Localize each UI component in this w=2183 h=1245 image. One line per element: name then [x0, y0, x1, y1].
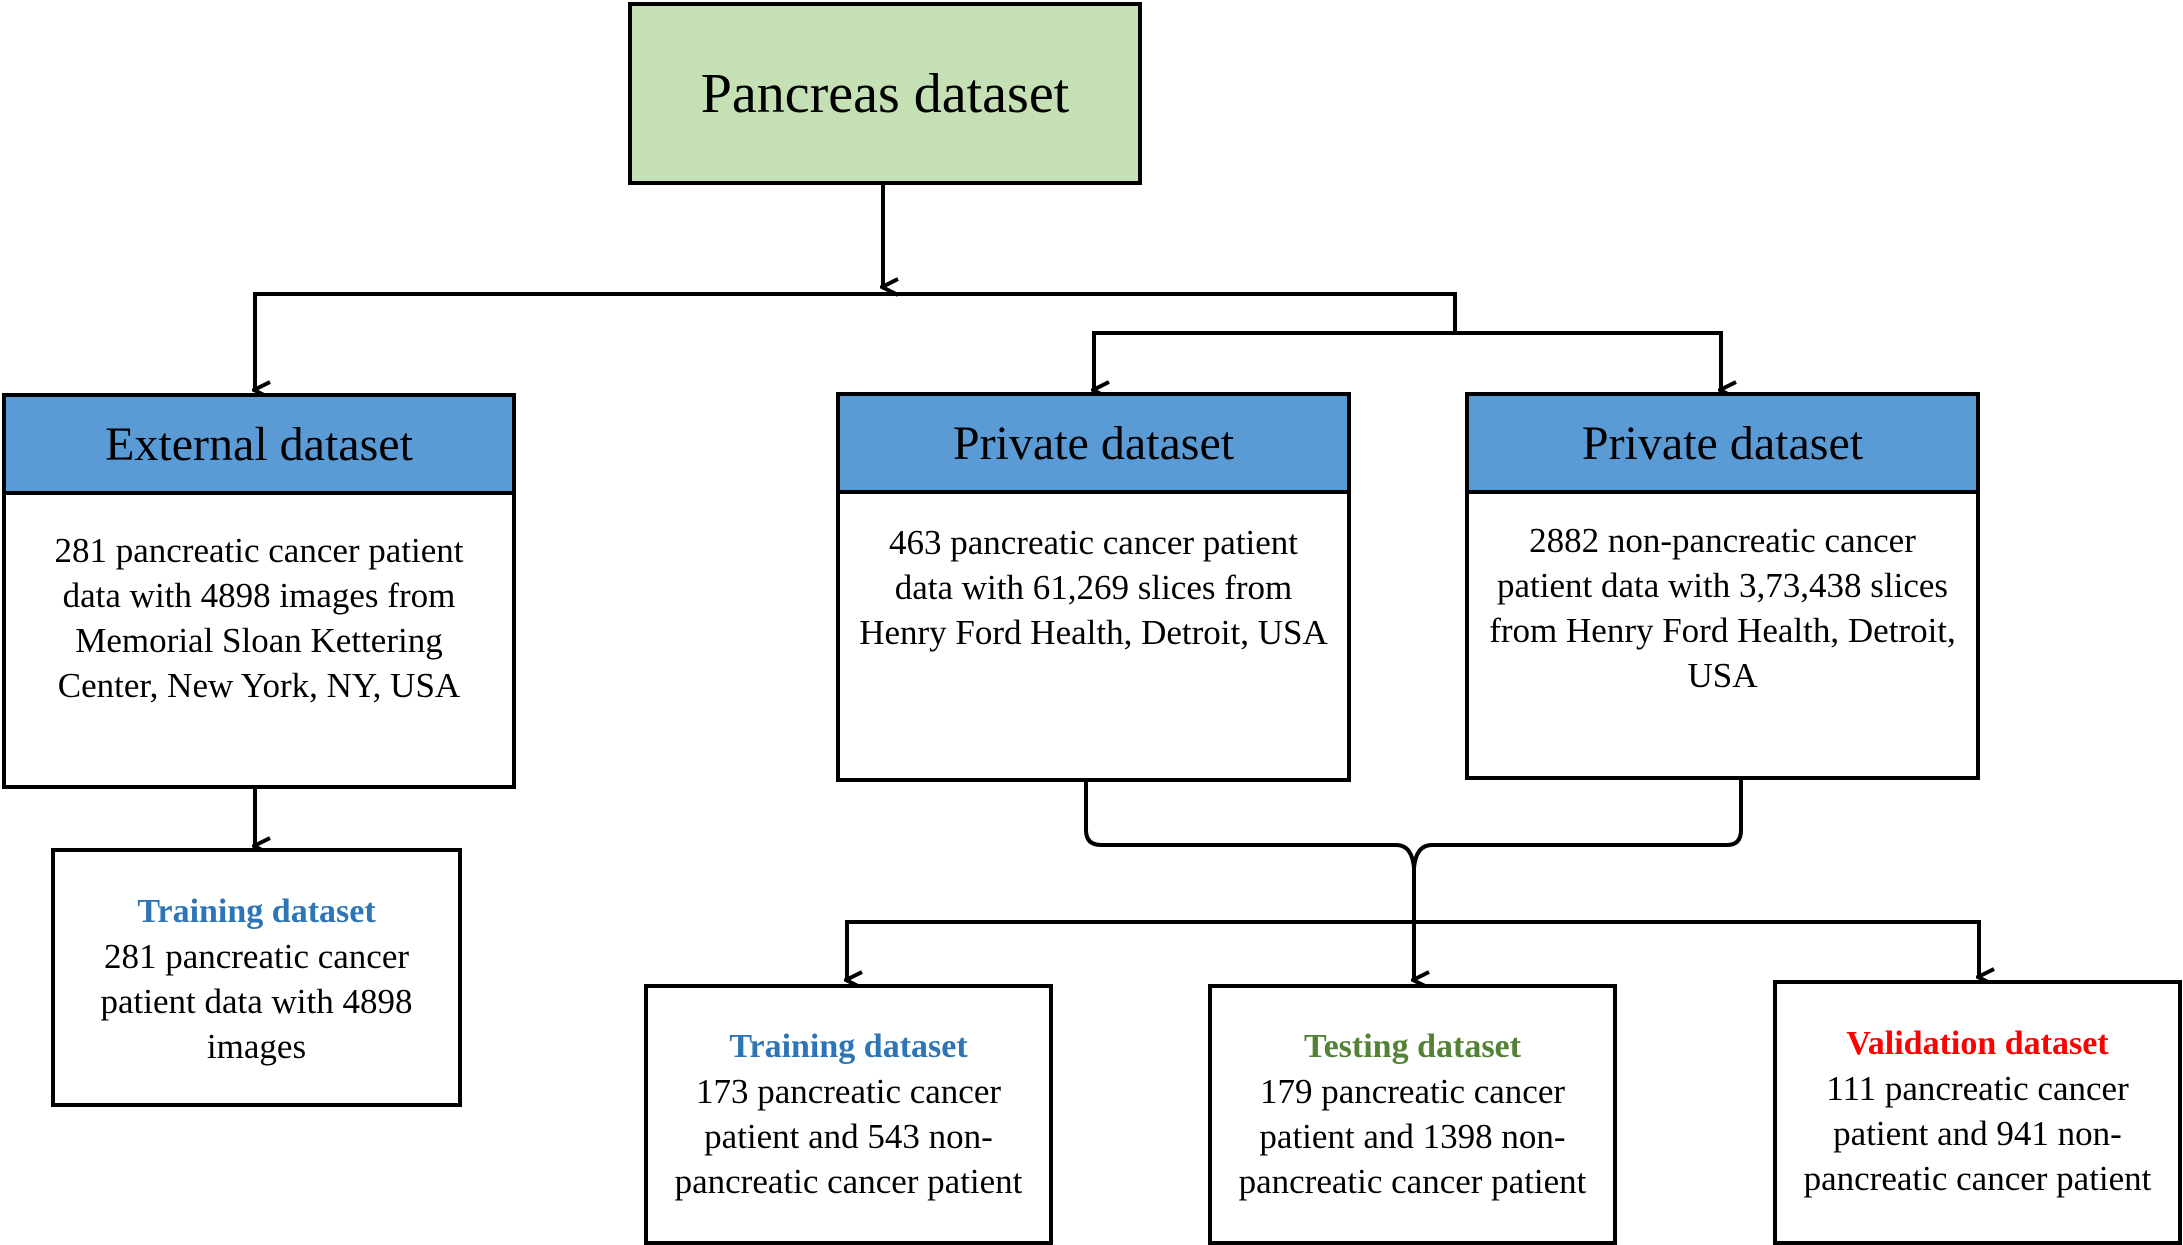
- external-dataset-header: External dataset: [2, 393, 516, 495]
- external-training-content: Training dataset 281 pancreatic cancer p…: [61, 889, 452, 1069]
- external-training-text: 281 pancreatic cancer patient data with …: [100, 937, 413, 1066]
- external-training-box: [51, 848, 462, 1107]
- brace-merge: [1084, 778, 1743, 869]
- external-training-title: Training dataset: [137, 893, 376, 930]
- private-cancer-text: 463 pancreatic cancer patient data with …: [859, 523, 1328, 652]
- private-training-text: 173 pancreatic cancer patient and 543 no…: [674, 1072, 1023, 1201]
- private-training-box: [644, 984, 1053, 1245]
- private-testing-text: 179 pancreatic cancer patient and 1398 n…: [1238, 1072, 1587, 1201]
- external-dataset-title: External dataset: [105, 417, 413, 471]
- private-testing-content: Testing dataset 179 pancreatic cancer pa…: [1218, 1024, 1607, 1204]
- private-noncancer-title: Private dataset: [1581, 416, 1864, 470]
- private-noncancer-header: Private dataset: [1465, 392, 1980, 494]
- private-validation-text: 111 pancreatic cancer patient and 941 no…: [1803, 1069, 2152, 1198]
- private-cancer-header: Private dataset: [836, 392, 1351, 494]
- private-training-content: Training dataset 173 pancreatic cancer p…: [654, 1024, 1043, 1204]
- pancreas-dataset-box: Pancreas dataset: [628, 2, 1142, 185]
- pancreas-dataset-title: Pancreas dataset: [700, 62, 1070, 125]
- external-dataset-text: 281 pancreatic cancer patient data with …: [54, 531, 464, 705]
- private-noncancer-text: 2882 non-pancreatic cancer patient data …: [1489, 521, 1956, 695]
- private-validation-content: Validation dataset 111 pancreatic cancer…: [1783, 1021, 2172, 1201]
- private-testing-title: Testing dataset: [1304, 1028, 1521, 1065]
- private-validation-title: Validation dataset: [1846, 1025, 2109, 1062]
- private-testing-box: [1208, 984, 1617, 1245]
- private-cancer-title: Private dataset: [952, 416, 1235, 470]
- private-training-title: Training dataset: [729, 1028, 968, 1065]
- private-validation-box: [1773, 980, 2182, 1245]
